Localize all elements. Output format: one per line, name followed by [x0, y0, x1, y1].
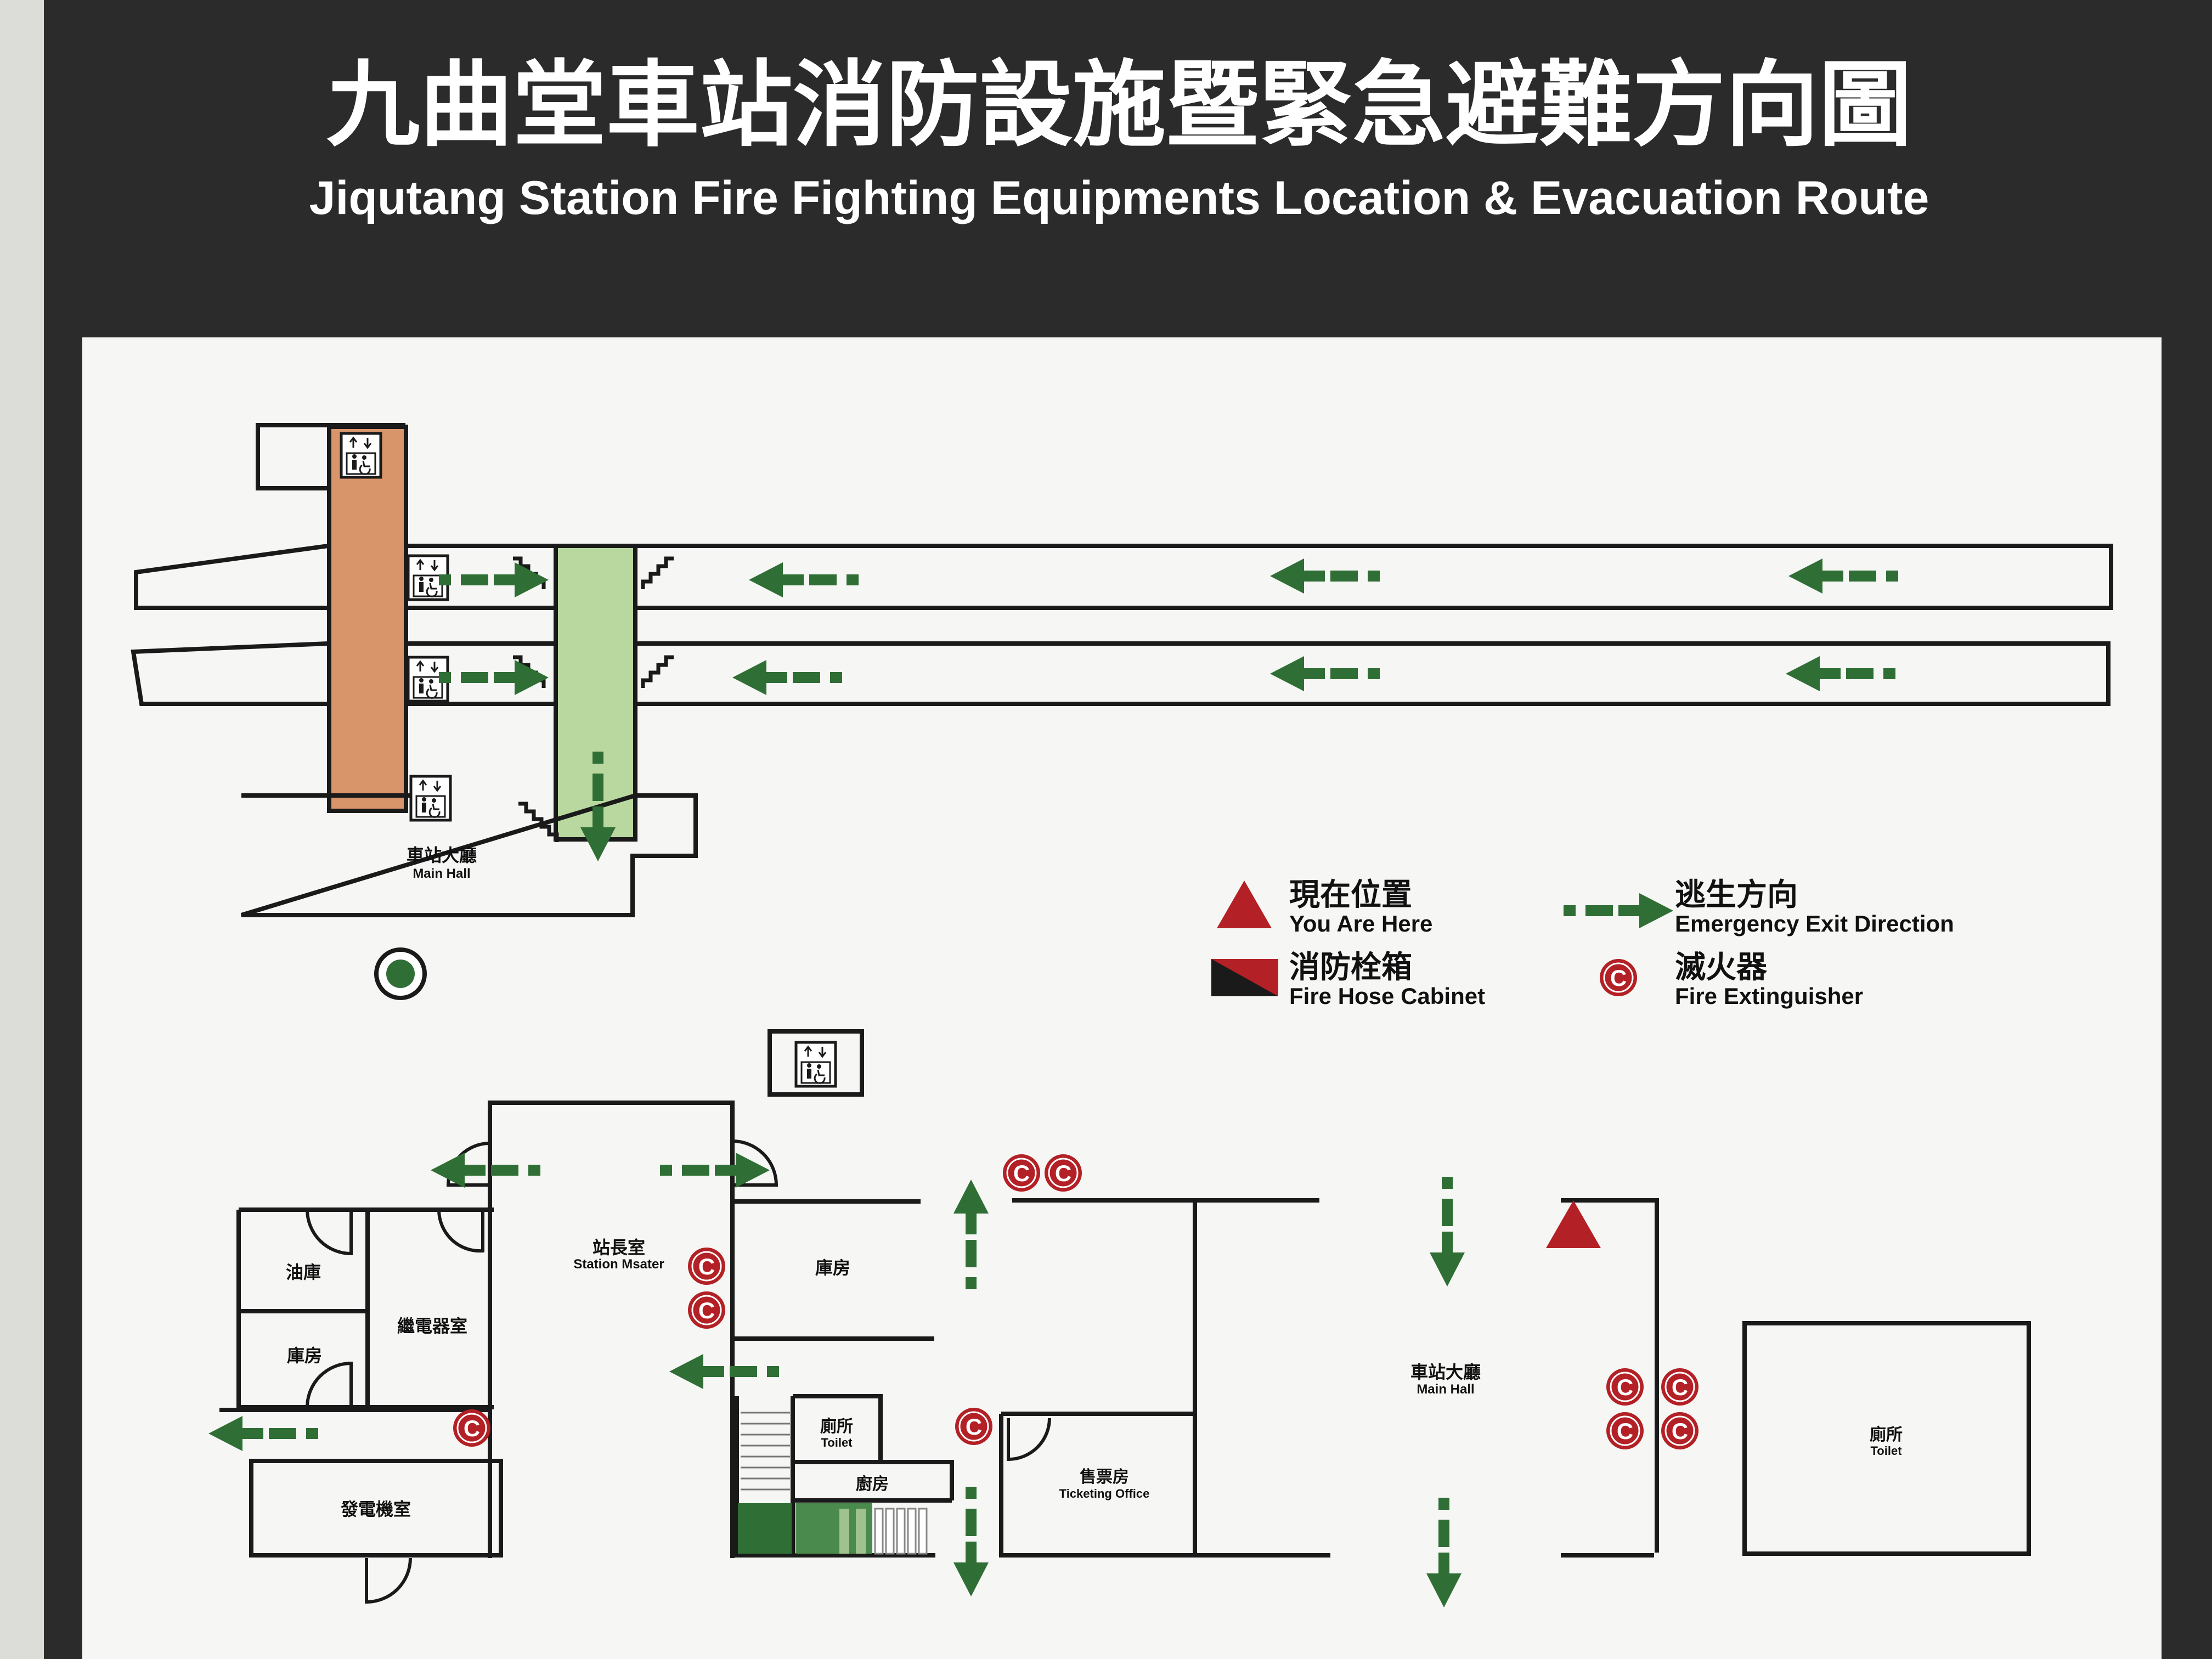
room-ticketing-cn: 售票房	[1080, 1468, 1129, 1487]
svg-text:C: C	[1055, 1160, 1071, 1186]
room-toilet-large-cn: 廁所	[1870, 1425, 1903, 1444]
stairs-icon	[518, 802, 559, 842]
extinguisher-c-icon: C	[1002, 1153, 1041, 1193]
elevator-icon	[341, 433, 381, 477]
title-english: Jiqutang Station Fire Fighting Equipment…	[309, 172, 1929, 224]
station-master-room	[488, 1101, 735, 1558]
main-hall-upper-outline	[240, 793, 698, 917]
room-ticketing-en: Ticketing Office	[1059, 1487, 1150, 1500]
hose-cabinet-icon	[1211, 959, 1278, 996]
assembly-point-icon	[374, 947, 427, 1000]
extinguisher-c-icon: C	[1605, 1411, 1645, 1451]
door-icon	[306, 1209, 353, 1256]
hall-wall-top	[1012, 1198, 1319, 1555]
door-icon	[1007, 1418, 1051, 1462]
extinguisher-c-icon: C	[687, 1290, 726, 1330]
svg-text:C: C	[698, 1297, 715, 1323]
svg-text:C: C	[464, 1415, 480, 1441]
title-chinese: 九曲堂車站消防設施暨緊急避難方向圖	[326, 51, 1912, 160]
elevator-box	[768, 1029, 864, 1097]
door-icon	[732, 1139, 778, 1187]
legend-extinguisher-en: Fire Extinguisher	[1675, 983, 1863, 1009]
room-generator: 發電機室	[340, 1499, 411, 1520]
svg-text:C: C	[1610, 965, 1627, 991]
room-station-master-cn: 站長室	[592, 1237, 645, 1258]
legend-you-are-here-cn: 現在位置	[1289, 877, 1412, 913]
extinguisher-c-icon: C	[1043, 1153, 1083, 1193]
extinguisher-c-icon: C	[1660, 1367, 1700, 1407]
room-toilet-small-en: Toilet	[821, 1436, 853, 1449]
svg-text:C: C	[1013, 1160, 1030, 1186]
main-hall-upper-en: Main Hall	[413, 866, 470, 881]
toilet-kitchen-block	[735, 1394, 954, 1558]
svg-text:C: C	[1672, 1374, 1688, 1400]
room-relay: 繼電器室	[397, 1316, 467, 1336]
door-icon	[365, 1558, 412, 1604]
platform-2	[131, 641, 2111, 706]
legend-extinguisher-cn: 滅火器	[1675, 950, 1768, 985]
extinguisher-c-icon: C	[687, 1246, 726, 1286]
you-are-here-marker	[1546, 1200, 1601, 1248]
legend: 現在位置 You Are Here 消防栓箱 Fire Hose Cabinet…	[1211, 877, 1954, 1009]
room-kitchen: 廚房	[856, 1475, 889, 1494]
toilet-large	[1742, 1321, 2031, 1556]
upper-level: 車站大廳 Main Hall	[131, 423, 2113, 1000]
room-station-master-en: Station Msater	[573, 1257, 664, 1272]
hall-right-wall	[1561, 1198, 1659, 1558]
extinguisher-c-icon: C	[1660, 1411, 1700, 1451]
left-service-block	[236, 1207, 494, 1409]
legend-exit-direction-cn: 逃生方向	[1675, 877, 1798, 913]
svg-text:C: C	[698, 1254, 715, 1279]
elevator-icon	[411, 776, 450, 820]
extinguisher-c-icon: C	[452, 1408, 492, 1448]
elevator-icon	[796, 1042, 836, 1086]
stairs-icon	[738, 1412, 928, 1555]
legend-exit-direction-en: Emergency Exit Direction	[1675, 911, 1954, 936]
stairs-icon	[641, 556, 674, 589]
room-toilet-small-cn: 廁所	[820, 1417, 853, 1436]
svg-text:C: C	[966, 1414, 982, 1440]
extinguisher-c-icon: C	[1599, 958, 1638, 997]
legend-you-are-here-en: You Are Here	[1289, 911, 1432, 936]
svg-text:C: C	[1617, 1374, 1633, 1400]
overpass-corridor	[327, 425, 408, 813]
generator-room	[249, 1459, 503, 1558]
door-icon	[437, 1209, 484, 1253]
svg-text:C: C	[1672, 1418, 1688, 1444]
room-storage-small: 庫房	[287, 1345, 322, 1366]
room-main-hall-lower-cn: 車站大廳	[1410, 1362, 1481, 1383]
ticketing-office	[999, 1412, 1330, 1558]
legend-fire-hose-en: Fire Hose Cabinet	[1289, 983, 1485, 1009]
room-main-hall-lower-en: Main Hall	[1417, 1382, 1474, 1397]
platform-1	[134, 544, 2113, 610]
room-toilet-large-en: Toilet	[1870, 1444, 1902, 1458]
storage-room-right	[732, 1199, 934, 1341]
red-triangle-icon	[1217, 881, 1272, 928]
extinguisher-c-icon: C	[1605, 1367, 1645, 1407]
room-oil-store: 油庫	[286, 1262, 321, 1283]
svg-text:C: C	[1617, 1418, 1633, 1444]
room-storage-right: 庫房	[815, 1257, 850, 1278]
stairs-icon	[641, 655, 674, 688]
extinguisher-c-icon: C	[954, 1407, 994, 1446]
legend-fire-hose-cn: 消防栓箱	[1289, 950, 1412, 985]
lower-level: C C C C C C C C C C 站長室 Station Msater 油…	[208, 1029, 2031, 1607]
door-icon	[306, 1361, 353, 1408]
main-hall-upper-cn: 車站大廳	[407, 845, 477, 866]
